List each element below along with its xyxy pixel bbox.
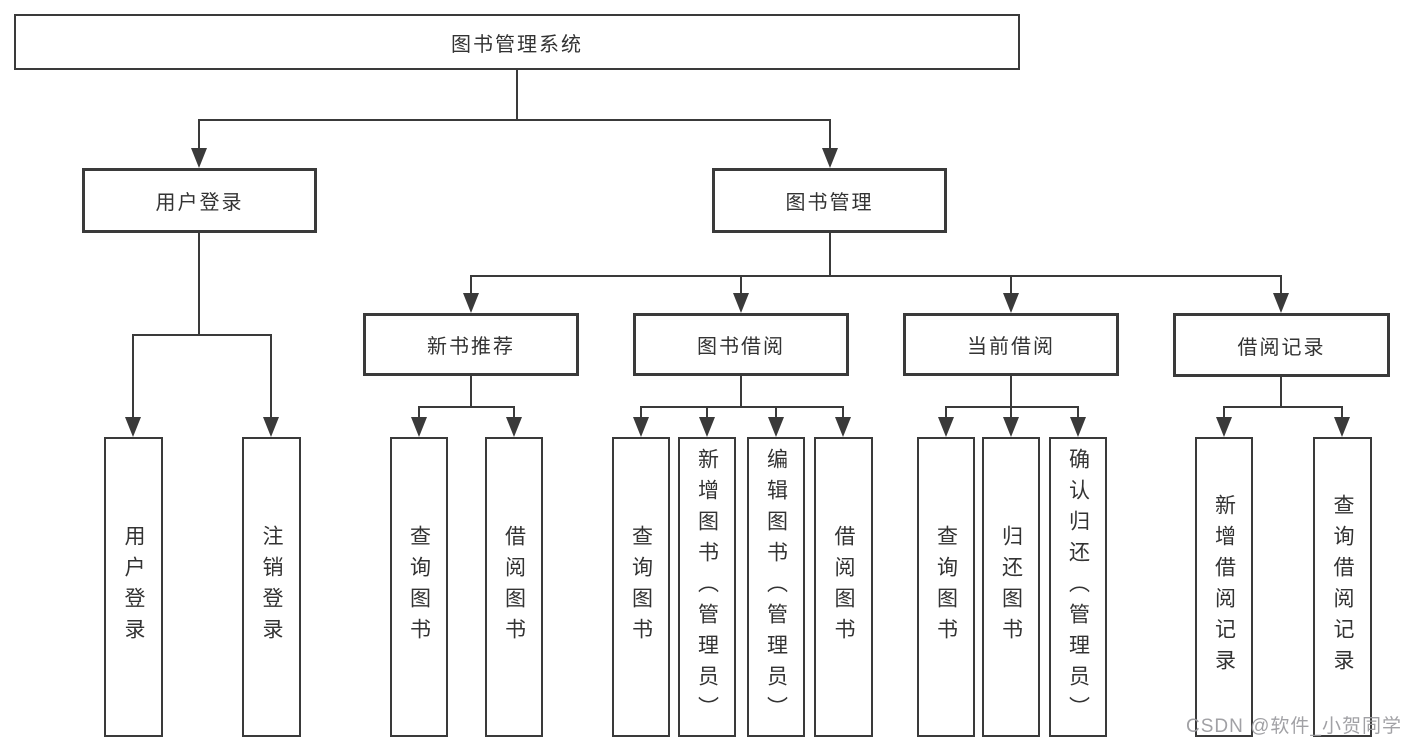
arrowhead-down-icon bbox=[1070, 417, 1086, 437]
node-book-management: 图书管理 bbox=[712, 168, 947, 233]
leaf-query-books-3-label: 查询图书 bbox=[934, 525, 958, 649]
leaf-add-borrow-record-label: 新增借阅记录 bbox=[1212, 494, 1236, 680]
node-book-borrow-label: 图书借阅 bbox=[697, 336, 785, 358]
arrowhead-down-icon bbox=[263, 417, 279, 437]
arrow-stem bbox=[706, 407, 708, 419]
arrow-stem bbox=[418, 407, 420, 419]
leaf-logout: 注销登录 bbox=[242, 437, 301, 737]
arrow-stem bbox=[470, 276, 472, 295]
connector-line-horizontal bbox=[1223, 406, 1343, 408]
arrowhead-down-icon bbox=[733, 293, 749, 313]
leaf-query-books-2-label: 查询图书 bbox=[629, 525, 653, 649]
connector-line-vertical bbox=[1010, 376, 1012, 408]
leaf-logout-label: 注销登录 bbox=[260, 525, 283, 649]
connector-line-horizontal bbox=[470, 275, 1282, 277]
node-borrow-records-label: 借阅记录 bbox=[1237, 336, 1326, 359]
arrowhead-down-icon bbox=[1216, 417, 1232, 437]
arrow-stem bbox=[198, 120, 200, 150]
arrowhead-down-icon bbox=[1003, 417, 1019, 437]
leaf-query-borrow-record: 查询借阅记录 bbox=[1313, 437, 1372, 737]
arrow-stem bbox=[1010, 276, 1012, 295]
leaf-add-books-admin: 新增图书（管理员） bbox=[678, 437, 736, 737]
arrow-stem bbox=[740, 276, 742, 295]
arrow-stem bbox=[842, 407, 844, 419]
connector-line-vertical bbox=[198, 233, 200, 336]
leaf-user-login: 用户登录 bbox=[104, 437, 163, 737]
connector-line-vertical bbox=[1280, 376, 1282, 408]
node-user-login-label: 用户登录 bbox=[155, 192, 244, 214]
node-user-login: 用户登录 bbox=[82, 168, 317, 233]
arrow-stem bbox=[513, 407, 515, 419]
arrowhead-down-icon bbox=[768, 417, 784, 437]
arrow-stem bbox=[829, 120, 831, 150]
arrowhead-down-icon bbox=[1273, 293, 1289, 313]
connector-line-vertical bbox=[516, 70, 518, 121]
node-borrow-records: 借阅记录 bbox=[1173, 313, 1390, 377]
node-new-book-recommend: 新书推荐 bbox=[363, 313, 579, 376]
arrowhead-down-icon bbox=[1003, 293, 1019, 313]
node-current-borrow: 当前借阅 bbox=[903, 313, 1119, 376]
arrowhead-down-icon bbox=[699, 417, 715, 437]
leaf-query-borrow-record-label: 查询借阅记录 bbox=[1331, 494, 1354, 680]
node-book-management-label: 图书管理 bbox=[785, 192, 874, 214]
leaf-edit-books-admin-label: 编辑图书（管理员） bbox=[764, 447, 788, 727]
leaf-add-borrow-record: 新增借阅记录 bbox=[1195, 437, 1253, 737]
arrowhead-down-icon bbox=[822, 148, 838, 168]
connector-line-vertical bbox=[829, 233, 831, 277]
connector-line-horizontal bbox=[132, 334, 272, 336]
leaf-return-books-label: 归还图书 bbox=[999, 525, 1023, 649]
arrow-stem bbox=[775, 407, 777, 419]
arrow-stem bbox=[270, 335, 272, 419]
leaf-confirm-return-admin-label: 确认归还（管理员） bbox=[1066, 447, 1090, 727]
node-book-borrow: 图书借阅 bbox=[633, 313, 849, 376]
arrowhead-down-icon bbox=[191, 148, 207, 168]
leaf-borrow-books-2: 借阅图书 bbox=[814, 437, 873, 737]
arrowhead-down-icon bbox=[835, 417, 851, 437]
arrowhead-down-icon bbox=[506, 417, 522, 437]
arrowhead-down-icon bbox=[125, 417, 141, 437]
arrowhead-down-icon bbox=[633, 417, 649, 437]
arrow-stem bbox=[1077, 407, 1079, 419]
leaf-user-login-label: 用户登录 bbox=[122, 525, 145, 649]
leaf-edit-books-admin: 编辑图书（管理员） bbox=[747, 437, 805, 737]
arrow-stem bbox=[1010, 407, 1012, 419]
connector-line-horizontal bbox=[640, 406, 844, 408]
connector-line-horizontal bbox=[198, 119, 831, 121]
arrowhead-down-icon bbox=[411, 417, 427, 437]
leaf-query-books-1-label: 查询图书 bbox=[407, 525, 431, 649]
leaf-add-books-admin-label: 新增图书（管理员） bbox=[695, 447, 719, 727]
leaf-query-books-2: 查询图书 bbox=[612, 437, 670, 737]
leaf-borrow-books-1: 借阅图书 bbox=[485, 437, 543, 737]
leaf-borrow-books-1-label: 借阅图书 bbox=[502, 525, 526, 649]
node-library-management-system-label: 图书管理系统 bbox=[451, 33, 583, 56]
csdn-watermark: CSDN @软件_小贺同学 bbox=[1186, 716, 1402, 737]
node-new-book-recommend-label: 新书推荐 bbox=[427, 336, 515, 358]
arrow-stem bbox=[945, 407, 947, 419]
arrow-stem bbox=[132, 335, 134, 419]
leaf-query-books-1: 查询图书 bbox=[390, 437, 448, 737]
node-current-borrow-label: 当前借阅 bbox=[967, 336, 1055, 358]
connector-line-horizontal bbox=[418, 406, 515, 408]
connector-line-horizontal bbox=[945, 406, 1079, 408]
node-library-management-system: 图书管理系统 bbox=[14, 14, 1020, 70]
arrow-stem bbox=[1223, 407, 1225, 419]
connector-line-vertical bbox=[740, 376, 742, 408]
arrowhead-down-icon bbox=[938, 417, 954, 437]
arrowhead-down-icon bbox=[463, 293, 479, 313]
connector-line-vertical bbox=[470, 376, 472, 408]
arrowhead-down-icon bbox=[1334, 417, 1350, 437]
leaf-borrow-books-2-label: 借阅图书 bbox=[832, 525, 855, 649]
leaf-confirm-return-admin: 确认归还（管理员） bbox=[1049, 437, 1107, 737]
arrow-stem bbox=[1341, 407, 1343, 419]
arrow-stem bbox=[640, 407, 642, 419]
leaf-return-books: 归还图书 bbox=[982, 437, 1040, 737]
leaf-query-books-3: 查询图书 bbox=[917, 437, 975, 737]
arrow-stem bbox=[1280, 276, 1282, 295]
